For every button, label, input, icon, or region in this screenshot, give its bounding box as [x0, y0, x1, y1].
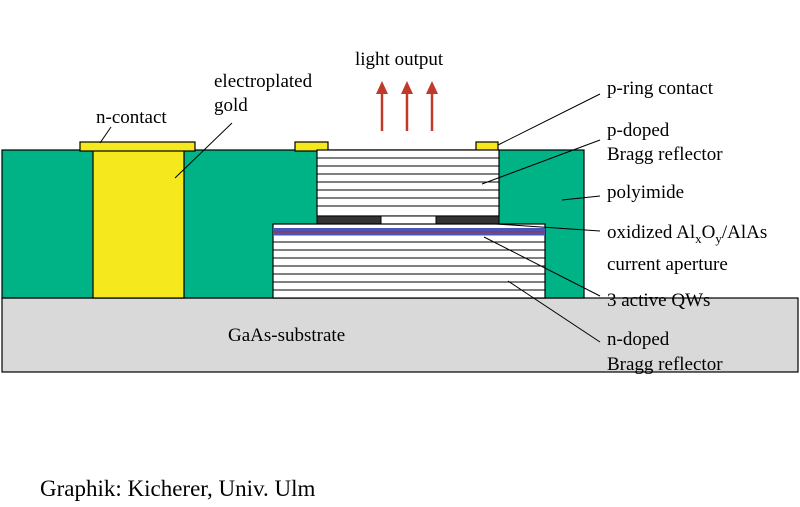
label-substrate: GaAs-substrate	[228, 325, 345, 346]
label-n-contact: n-contact	[96, 107, 167, 128]
p-bragg-reflector	[316, 149, 500, 217]
p-ring-contact-left	[294, 141, 329, 152]
light-output-arrows	[376, 81, 438, 131]
label-polyimide: polyimide	[607, 182, 684, 203]
credit-text: Graphik: Kicherer, Univ. Ulm	[40, 476, 316, 501]
label-gold: gold	[214, 95, 248, 116]
label-light-output: light output	[355, 49, 444, 70]
label-oxidized: oxidized AlxOy/AlAs	[607, 222, 767, 246]
label-active-qws: 3 active QWs	[607, 290, 710, 311]
n-contact-pad	[79, 141, 196, 152]
leader-lines	[99, 93, 601, 343]
label-p-bragg: Bragg reflector	[607, 144, 723, 165]
label-p-ring-contact: p-ring contact	[607, 78, 714, 99]
label-electroplated: electroplated	[214, 71, 313, 92]
label-p-doped: p-doped	[607, 120, 670, 141]
active-qw-layers	[273, 228, 545, 236]
gaas-substrate	[1, 297, 799, 373]
label-n-bragg: Bragg reflector	[607, 354, 723, 375]
label-current-aperture: current aperture	[607, 254, 728, 275]
electroplated-gold	[92, 149, 185, 299]
n-bragg-reflector	[272, 223, 546, 299]
label-n-doped: n-doped	[607, 329, 670, 350]
current-aperture	[316, 215, 500, 225]
